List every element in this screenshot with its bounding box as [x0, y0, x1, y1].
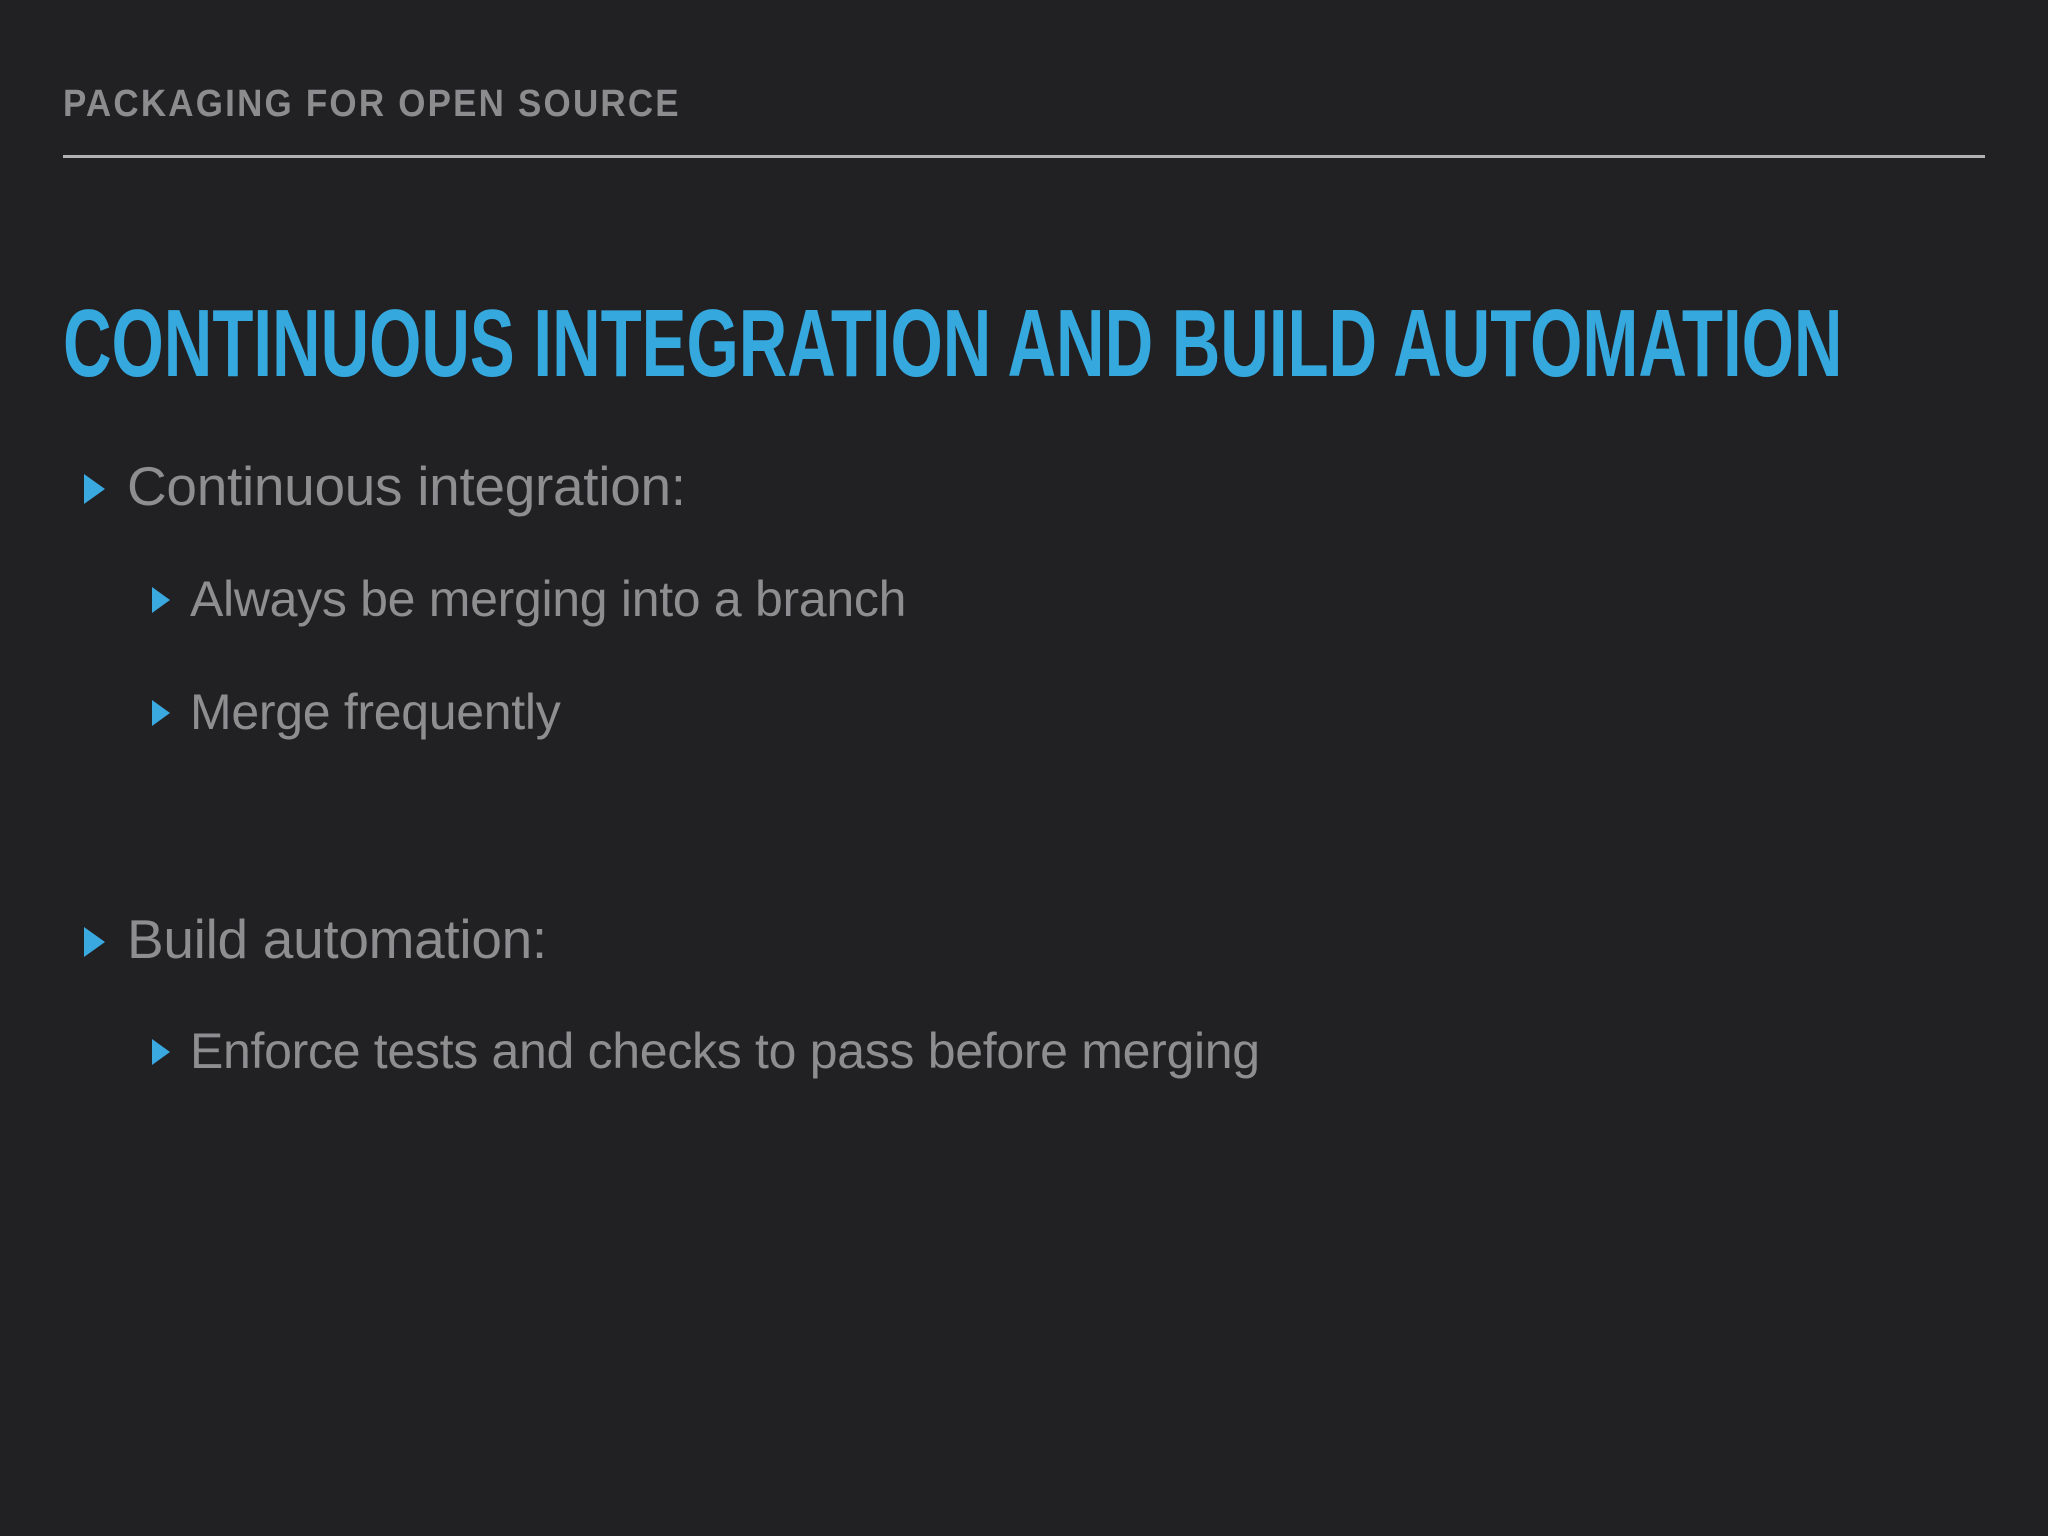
list-item: Merge frequently — [152, 683, 561, 741]
list-item: Continuous integration: — [84, 455, 686, 517]
triangle-right-icon — [152, 587, 170, 613]
list-item-label: Merge frequently — [190, 684, 561, 740]
list-item-label: Continuous integration: — [127, 455, 686, 517]
triangle-right-icon — [84, 474, 105, 504]
triangle-right-icon — [152, 1039, 170, 1065]
list-item: Build automation: — [84, 908, 547, 970]
list-item-label: Enforce tests and checks to pass before … — [190, 1023, 1260, 1079]
list-item: Always be merging into a branch — [152, 570, 906, 628]
triangle-right-icon — [152, 700, 170, 726]
list-item-label: Always be merging into a branch — [190, 571, 907, 627]
slide-title: CONTINUOUS INTEGRATION AND BUILD AUTOMAT… — [63, 290, 1843, 398]
header-divider — [63, 155, 1985, 158]
list-item-label: Build automation: — [127, 908, 547, 970]
slide-kicker: PACKAGING FOR OPEN SOURCE — [63, 83, 681, 125]
list-item: Enforce tests and checks to pass before … — [152, 1022, 1260, 1080]
triangle-right-icon — [84, 927, 105, 957]
